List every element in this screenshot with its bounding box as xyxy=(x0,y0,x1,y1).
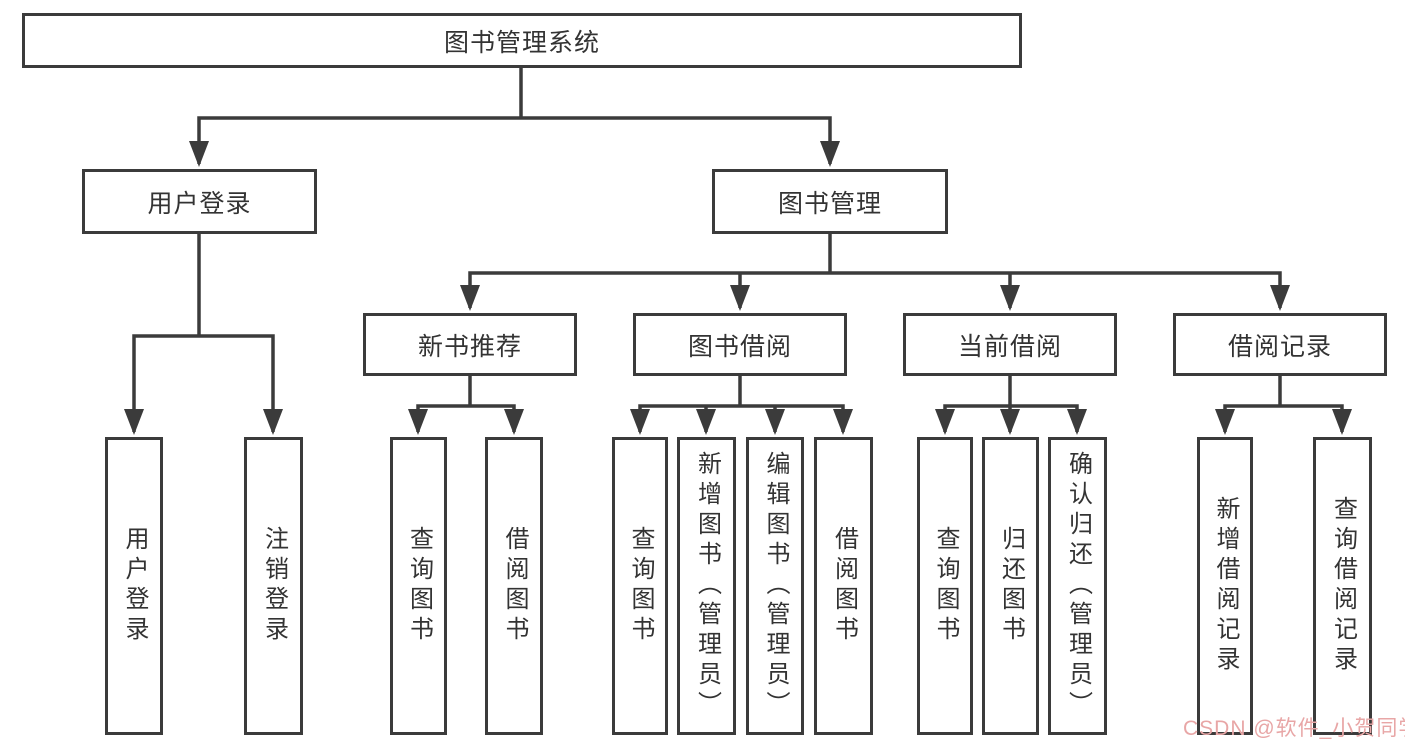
node-borrow-record: 借阅记录 xyxy=(1173,313,1387,376)
leaf-current-confirm-return-admin: 确认归还（管理员） xyxy=(1048,437,1107,735)
leaf-current-return-book: 归还图书 xyxy=(982,437,1039,735)
arrowheads xyxy=(124,141,1352,435)
node-current-borrow: 当前借阅 xyxy=(903,313,1117,376)
watermark: CSDN @软件_小贺同学 xyxy=(1183,717,1405,740)
node-book-borrow: 图书借阅 xyxy=(633,313,847,376)
leaf-user-login: 用户登录 xyxy=(105,437,163,735)
leaf-recommend-search-book: 查询图书 xyxy=(390,437,447,735)
leaf-logout: 注销登录 xyxy=(244,437,303,735)
leaf-record-add-record: 新增借阅记录 xyxy=(1197,437,1253,735)
leaf-borrow-search-book: 查询图书 xyxy=(612,437,668,735)
leaf-record-search-record: 查询借阅记录 xyxy=(1313,437,1372,735)
leaf-current-search-book: 查询图书 xyxy=(917,437,973,735)
node-new-book-recommend: 新书推荐 xyxy=(363,313,577,376)
node-root: 图书管理系统 xyxy=(22,13,1022,68)
leaf-borrow-add-book-admin: 新增图书（管理员） xyxy=(677,437,736,735)
leaf-recommend-borrow-book: 借阅图书 xyxy=(485,437,543,735)
node-book-management: 图书管理 xyxy=(712,169,948,234)
connector-lines xyxy=(132,66,1344,432)
leaf-borrow-edit-book-admin: 编辑图书（管理员） xyxy=(746,437,804,735)
node-user-login: 用户登录 xyxy=(82,169,317,234)
leaf-borrow-borrow-book: 借阅图书 xyxy=(814,437,873,735)
